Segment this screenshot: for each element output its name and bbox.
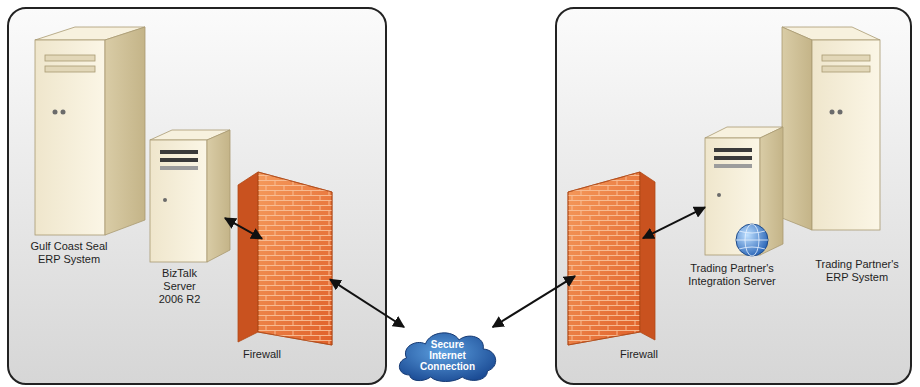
node-label: Trading Partner's Integration Server [688,262,776,288]
biztalk-server: BizTalk Server 2006 R2 [150,135,225,260]
connector-arrow [225,218,262,239]
node-label: Firewall [620,348,680,361]
cloud-label: Secure Internet Connection [420,339,476,372]
integration-server-icon [705,127,783,255]
cloud-text: Secure Internet Connection [420,339,476,372]
integration-server: Trading Partner's Integration Server [705,125,775,255]
node-label: Gulf Coast Seal ERP System [28,240,110,266]
globe-icon [736,224,768,256]
connector-arrow [330,279,404,327]
node-label: BizTalk Server 2006 R2 [152,267,207,306]
erp-system: Gulf Coast Seal ERP System [35,28,145,233]
erp-server-icon [782,27,880,230]
node-label: Trading Partner's ERP System [812,258,902,284]
firewall-icon [568,172,655,345]
erp-server-icon [35,27,145,235]
left-panel [8,8,386,384]
connector-arrow [643,207,705,238]
firewall: Firewall [575,170,643,340]
internet-cloud: Secure Internet Connection [395,327,500,383]
firewall-icon [238,172,332,345]
connector-arrow [493,276,575,327]
biztalk-server-icon [150,130,230,262]
firewall: Firewall [262,175,330,340]
erp-system: Trading Partner's ERP System [782,28,882,228]
node-label: Firewall [243,348,303,361]
right-panel [556,8,911,384]
